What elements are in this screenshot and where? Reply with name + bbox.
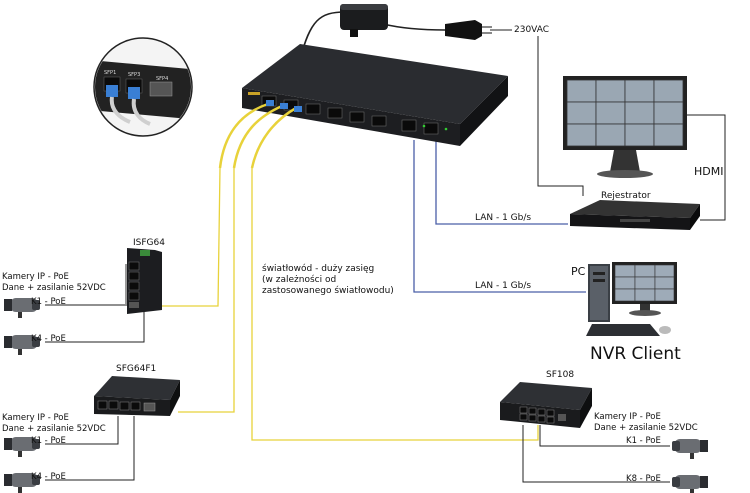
camera-group2-k4: K4 - PoE: [31, 472, 66, 482]
sfp-label: SFP1: [104, 70, 116, 76]
lan-pc-line: [413, 140, 586, 293]
sf108-switch-icon: [500, 382, 592, 428]
fiber-description-line3: zastosowanego światłowodu): [262, 286, 394, 296]
camera-group3-title: Kamery IP - PoE: [594, 412, 661, 422]
camera-icon: [4, 335, 40, 355]
recorder-label: Rejestrator: [601, 191, 651, 201]
hdmi-label: HDMI: [694, 165, 724, 178]
isfg64-switch-icon: [125, 248, 162, 314]
monitor-icon: [563, 76, 687, 178]
camera-icon: [672, 475, 708, 493]
pc-icon: [586, 262, 677, 336]
camera-group2-power: Dane + zasilanie 52VDC: [2, 424, 106, 434]
sf108-label: SF108: [546, 370, 575, 380]
camera-icon: [4, 437, 40, 457]
main-switch-icon: [242, 44, 508, 146]
fiber-to-isfg64: [160, 167, 221, 307]
sfp-label: SFP4: [156, 76, 168, 82]
power-adapter-icon: [340, 4, 388, 37]
sfg64f1-label: SFG64F1: [116, 364, 157, 374]
camera-icon: [4, 473, 40, 493]
camera-group2-title: Kamery IP - PoE: [2, 413, 69, 423]
sfp-connectors-icon: [266, 100, 302, 112]
sf108-cam-k8-line: [522, 425, 670, 483]
camera-icon: [672, 439, 708, 459]
camera-group1-k4: K4 - PoE: [31, 334, 66, 344]
sfg64f1-switch-icon: [94, 376, 180, 416]
camera-group3-power: Dane + zasilanie 52VDC: [594, 423, 698, 433]
camera-group3-k8: K8 - PoE: [626, 474, 661, 484]
camera-group1-power: Dane + zasilanie 52VDC: [2, 283, 106, 293]
pc-label: PC: [571, 265, 586, 278]
isfg64-label: ISFG64: [133, 238, 165, 248]
sfp-zoom-icon: [93, 37, 193, 137]
lan-pc-label: LAN - 1 Gb/s: [475, 281, 532, 291]
power-voltage-label: 230VAC: [514, 25, 550, 35]
fiber-to-sf108: [251, 168, 539, 441]
sfg64f1-cam-k4-line: [45, 416, 135, 481]
isfg64-cam-k4-line: [45, 312, 145, 343]
lan-recorder-label: LAN - 1 Gb/s: [475, 213, 532, 223]
camera-group2-k1: K1 - PoE: [31, 436, 66, 446]
power-to-recorder-line: [537, 36, 584, 196]
fiber-bundle: [218, 102, 297, 169]
sfg64f1-cam-k1-line: [45, 416, 119, 445]
camera-icon: [4, 298, 40, 318]
power-plug-icon: [445, 20, 492, 40]
camera-group3-k1: K1 - PoE: [626, 436, 661, 446]
fiber-to-sfg64f1: [178, 168, 235, 413]
lan-recorder-line: [435, 140, 568, 225]
hdmi-cable: [686, 114, 726, 221]
camera-group1-k1: K1 - PoE: [31, 297, 66, 307]
fiber-description-line1: światłowód - duży zasięg: [262, 264, 375, 274]
sfp-label: SFP3: [128, 72, 140, 78]
sf108-cam-k1-line: [539, 425, 670, 447]
nvr-client-label: NVR Client: [590, 344, 681, 364]
recorder-icon: [570, 200, 700, 230]
camera-group1-title: Kamery IP - PoE: [2, 272, 69, 282]
fiber-description-line2: (w zależności od: [262, 275, 337, 285]
